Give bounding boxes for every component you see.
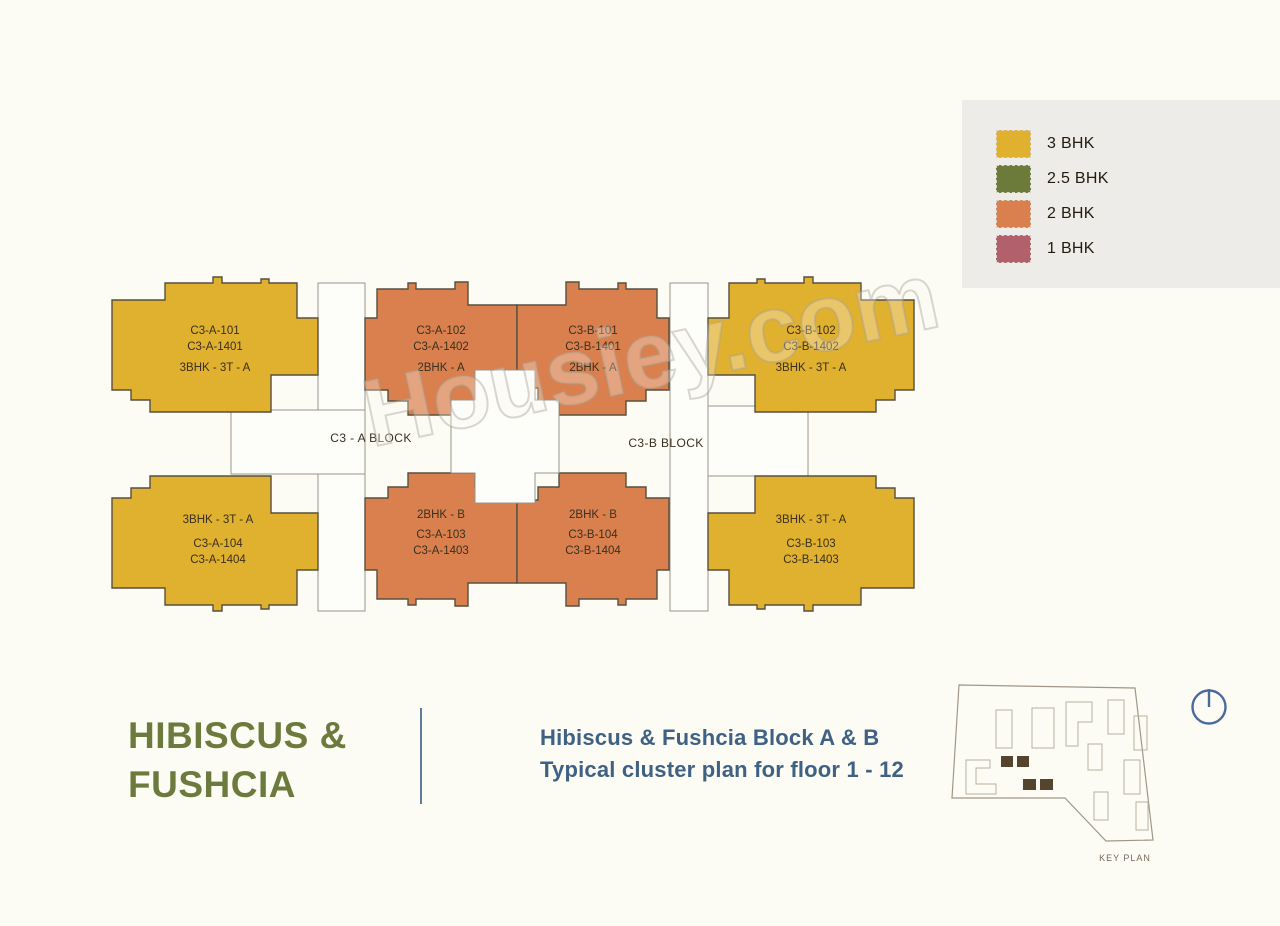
unit-label: C3-A-1404 bbox=[190, 554, 246, 566]
corridor-cores bbox=[230, 282, 809, 612]
unit-label: C3-B-1403 bbox=[783, 554, 839, 566]
key-plan-label: KEY PLAN bbox=[1099, 853, 1151, 863]
legend-item-2bhk: 2 BHK bbox=[996, 200, 1280, 228]
key-plan-highlighted-blocks bbox=[1001, 756, 1053, 790]
unit-label: C3-A-104 bbox=[193, 538, 243, 550]
legend-item-1bhk: 1 BHK bbox=[996, 235, 1280, 263]
unit-type-label: 3BHK - 3T - A bbox=[183, 514, 254, 526]
unit-c3-b-102: C3-B-102 C3-B-1402 3BHK - 3T - A bbox=[707, 276, 915, 413]
unit-type-label: 3BHK - 3T - A bbox=[776, 362, 847, 374]
key-plan: KEY PLAN bbox=[948, 672, 1168, 872]
unit-label: C3-B-1404 bbox=[565, 545, 621, 557]
unit-label: C3-A-101 bbox=[190, 325, 239, 337]
block-a-label: C3 - A BLOCK bbox=[330, 431, 412, 445]
unit-label: C3-B-1401 bbox=[565, 341, 621, 353]
legend-swatch-2bhk bbox=[996, 200, 1031, 228]
legend-label-1bhk: 1 BHK bbox=[1047, 240, 1095, 257]
unit-label: C3-B-101 bbox=[568, 325, 617, 337]
legend-panel: 3 BHK 2.5 BHK 2 BHK 1 BHK bbox=[962, 100, 1280, 288]
legend-swatch-2-5bhk bbox=[996, 165, 1031, 193]
cluster-floor-plan: C3-A-101 C3-A-1401 3BHK - 3T - A C3-A-10… bbox=[98, 270, 928, 620]
legend-item-3bhk: 3 BHK bbox=[996, 130, 1280, 158]
legend-label-3bhk: 3 BHK bbox=[1047, 135, 1095, 152]
project-title-line2: FUSHCIA bbox=[128, 763, 296, 805]
unit-type-label: 2BHK - A bbox=[569, 362, 617, 374]
plan-subtitle-line1: Hibiscus & Fushcia Block A & B bbox=[540, 725, 880, 750]
legend-label-2bhk: 2 BHK bbox=[1047, 205, 1095, 222]
unit-type-label: 3BHK - 3T - A bbox=[776, 514, 847, 526]
unit-label: C3-A-1401 bbox=[187, 341, 243, 353]
unit-label: C3-B-104 bbox=[568, 529, 618, 541]
unit-label: C3-A-103 bbox=[416, 529, 465, 541]
unit-label: C3-B-102 bbox=[786, 325, 835, 337]
unit-type-label: 2BHK - B bbox=[417, 509, 465, 521]
central-core bbox=[450, 369, 560, 504]
north-indicator-icon bbox=[1186, 682, 1232, 728]
unit-type-label: 2BHK - B bbox=[569, 509, 617, 521]
key-plan-buildings bbox=[965, 699, 1149, 831]
unit-label: C3-A-102 bbox=[416, 325, 465, 337]
legend-label-2-5bhk: 2.5 BHK bbox=[1047, 170, 1109, 187]
block-b-label: C3-B BLOCK bbox=[628, 436, 703, 450]
legend-item-2-5bhk: 2.5 BHK bbox=[996, 165, 1280, 193]
plan-subtitle: Hibiscus & Fushcia Block A & B Typical c… bbox=[540, 722, 904, 786]
unit-type-label: 2BHK - A bbox=[417, 362, 465, 374]
legend-swatch-3bhk bbox=[996, 130, 1031, 158]
project-title-line1: HIBISCUS & bbox=[128, 715, 347, 756]
unit-type-label: 3BHK - 3T - A bbox=[180, 362, 251, 374]
project-title: HIBISCUS & FUSHCIA bbox=[128, 712, 347, 810]
legend-swatch-1bhk bbox=[996, 235, 1031, 263]
unit-c3-a-101: C3-A-101 C3-A-1401 3BHK - 3T - A bbox=[111, 276, 319, 413]
unit-c3-b-104: 2BHK - B C3-B-104 C3-B-1404 bbox=[516, 472, 670, 607]
unit-label: C3-A-1402 bbox=[413, 341, 469, 353]
key-plan-boundary bbox=[951, 684, 1154, 842]
unit-label: C3-A-1403 bbox=[413, 545, 469, 557]
plan-subtitle-line2: Typical cluster plan for floor 1 - 12 bbox=[540, 756, 904, 782]
unit-c3-b-103: 3BHK - 3T - A C3-B-103 C3-B-1403 bbox=[707, 475, 915, 612]
unit-label: C3-B-1402 bbox=[783, 341, 839, 353]
unit-c3-b-101: C3-B-101 C3-B-1401 2BHK - A bbox=[516, 281, 670, 416]
unit-label: C3-B-103 bbox=[786, 538, 835, 550]
unit-c3-a-104: 3BHK - 3T - A C3-A-104 C3-A-1404 bbox=[111, 475, 319, 612]
footer-divider bbox=[420, 708, 422, 804]
